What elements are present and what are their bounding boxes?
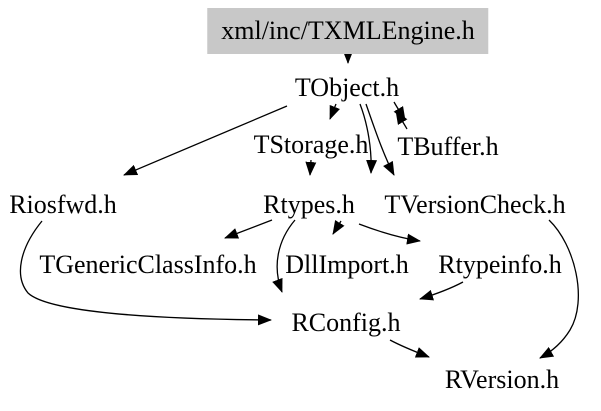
- graph-node-tversioncheck[interactable]: TVersionCheck.h: [384, 190, 566, 219]
- edge-rtypeinfo-to-rconfig: [419, 281, 464, 301]
- edge-tbuffer-to-tobject: [395, 110, 408, 130]
- edge-rtypes-to-rconfig: [272, 219, 296, 293]
- edge-rconfig-to-rversion: [389, 339, 430, 358]
- edge-tobject-to-tversioncheck: [365, 103, 395, 176]
- edge-rtypes-to-tgenericclassinfo: [224, 219, 273, 239]
- graph-node-txmlengine: xml/inc/TXMLEngine.h: [207, 8, 489, 54]
- edge-tversioncheck-to-rversion: [539, 219, 579, 359]
- graph-node-rversion[interactable]: RVersion.h: [444, 365, 560, 394]
- graph-node-tobject[interactable]: TObject.h: [294, 73, 400, 102]
- edge-tobject-to-riosfwd: [123, 105, 288, 176]
- graph-node-riosfwd[interactable]: Riosfwd.h: [9, 190, 117, 219]
- edge-riosfwd-to-rconfig: [19, 220, 272, 326]
- graph-node-tstorage[interactable]: TStorage.h: [253, 130, 369, 159]
- graph-node-dllimport[interactable]: DllImport.h: [285, 250, 409, 279]
- edge-rtypes-to-rtypeinfo: [358, 223, 421, 245]
- graph-node-tbuffer[interactable]: TBuffer.h: [397, 132, 499, 161]
- edge-tobject-to-tstorage: [329, 103, 340, 120]
- graph-node-rconfig[interactable]: RConfig.h: [291, 308, 401, 337]
- edge-rtypes-to-dllimport: [332, 220, 345, 235]
- graph-node-tgenericclassinfo[interactable]: TGenericClassInfo.h: [39, 250, 257, 279]
- edge-tstorage-to-rtypes: [305, 159, 317, 176]
- graph-node-rtypes[interactable]: Rtypes.h: [263, 190, 355, 219]
- graph-node-rtypeinfo[interactable]: Rtypeinfo.h: [438, 250, 562, 279]
- edge-tobject-to-rtypes: [359, 103, 378, 174]
